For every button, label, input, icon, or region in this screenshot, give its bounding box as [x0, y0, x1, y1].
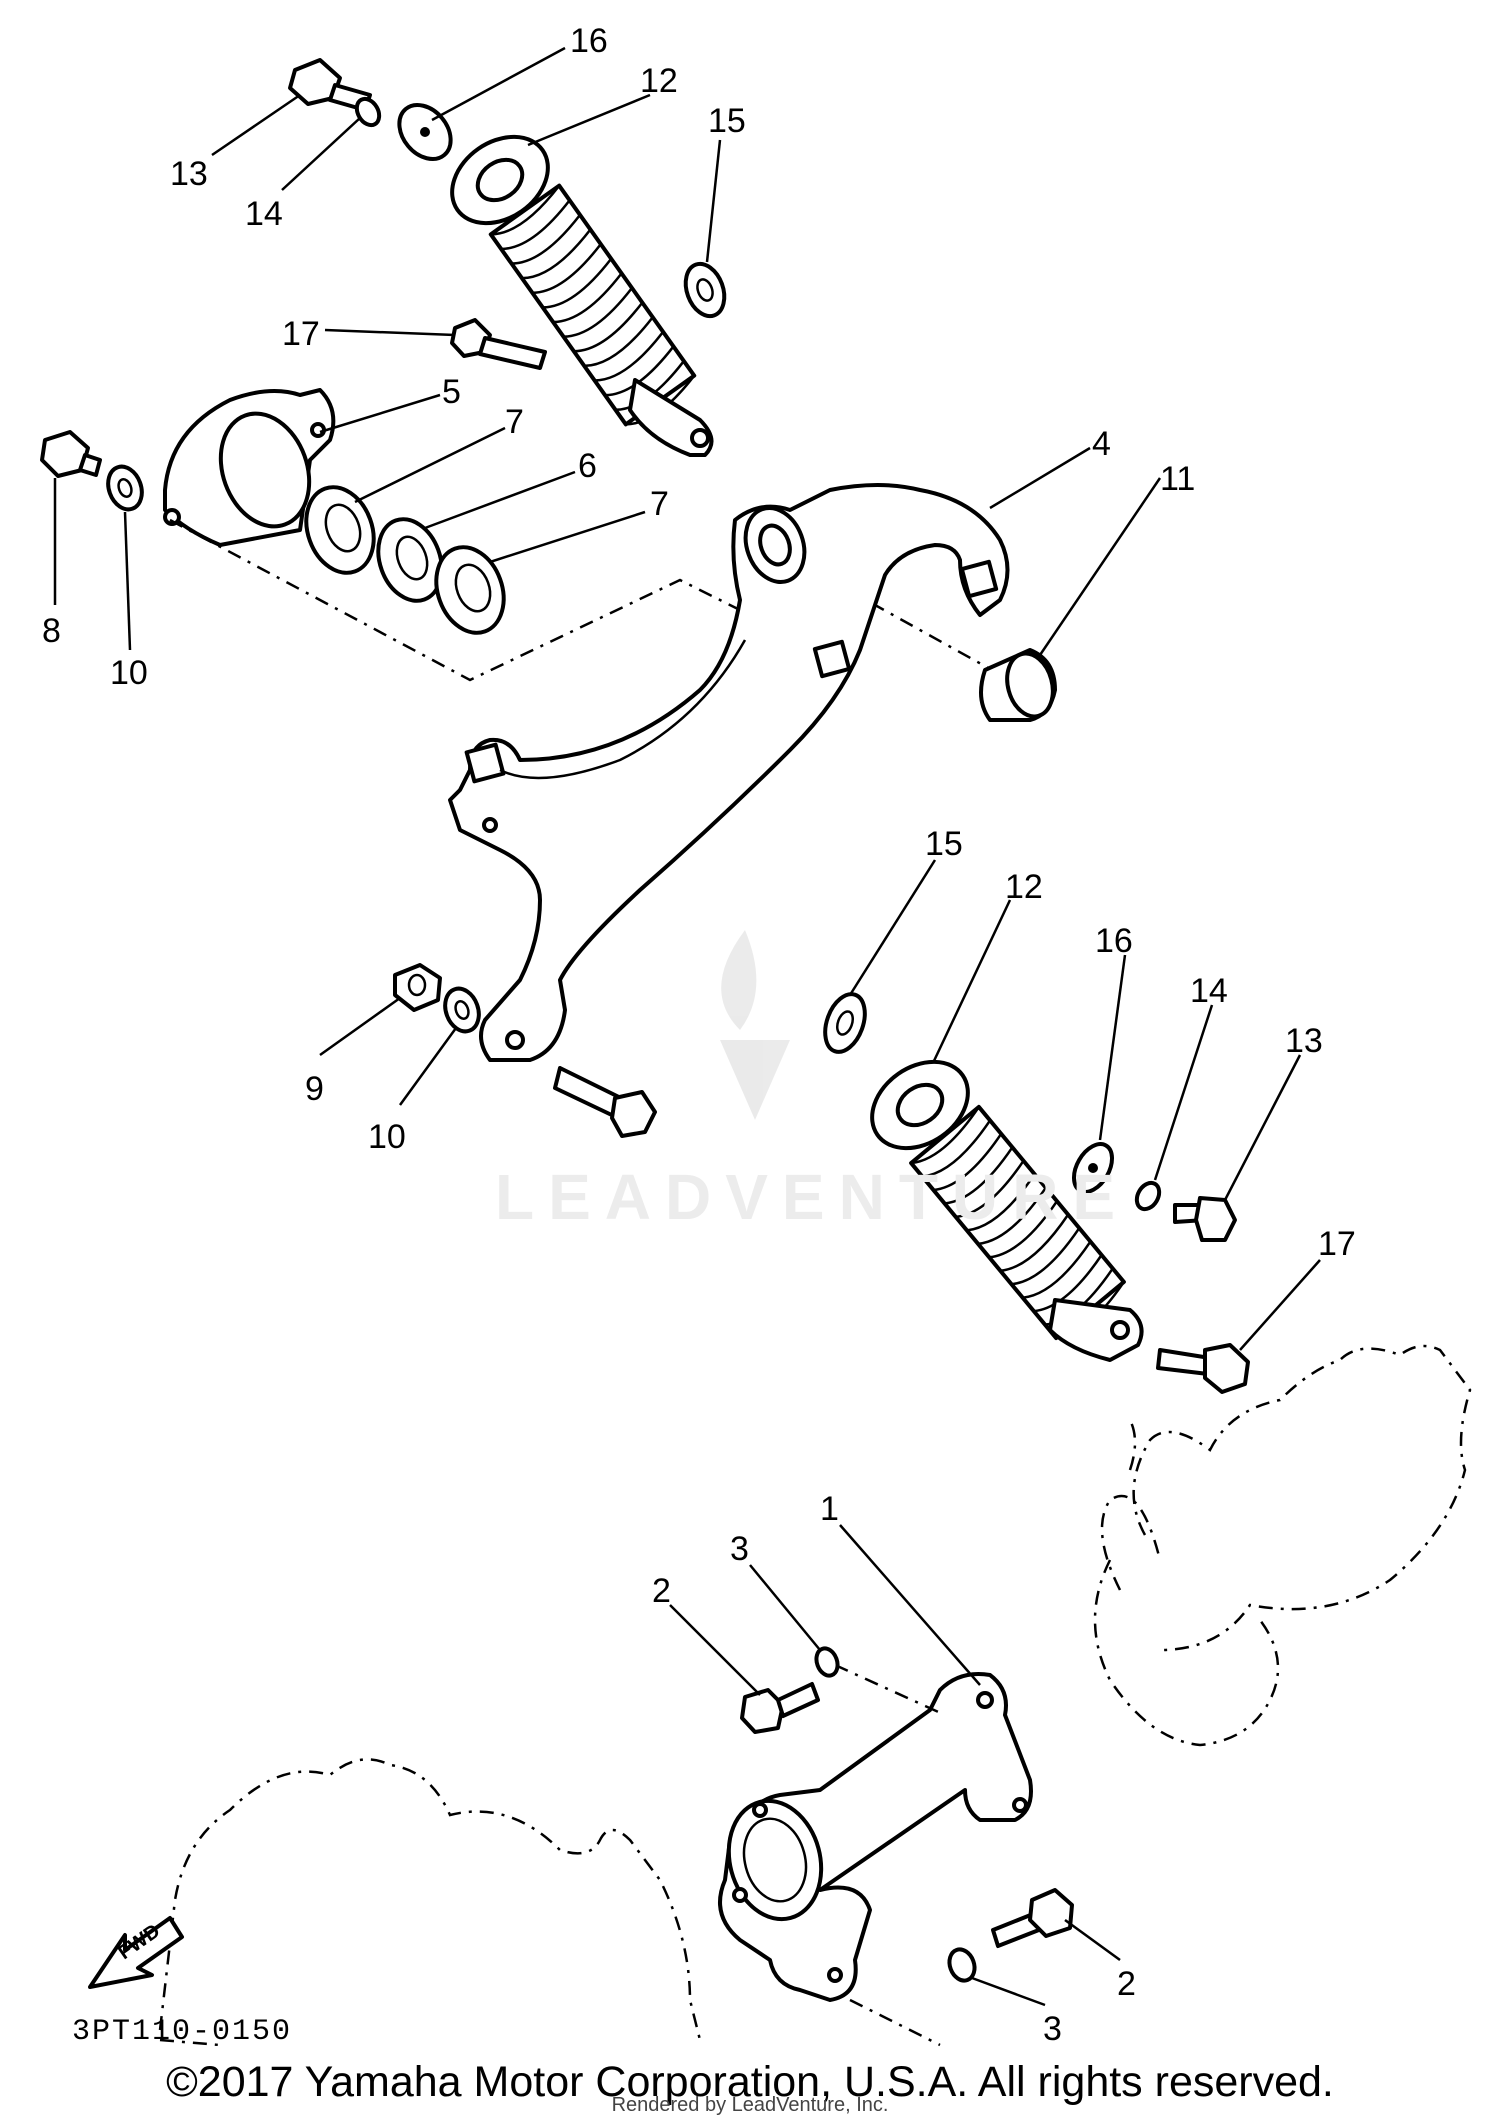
upper-washer-15-icon — [683, 261, 727, 319]
callout-3-lower-bottom: 3 — [1043, 2010, 1062, 2048]
engine-bracket-4 — [448, 483, 1010, 1062]
watermark-text: LEADVENTURE — [495, 1161, 1130, 1233]
callout-10-middle: 10 — [368, 1118, 406, 1156]
callout-9: 9 — [305, 1070, 324, 1108]
upper-bolt-17-icon — [450, 318, 547, 370]
callout-13-top: 13 — [170, 155, 208, 193]
upper-lock-washer-14-icon — [354, 96, 382, 128]
callout-13-middle: 13 — [1285, 1022, 1323, 1060]
callout-5: 5 — [442, 373, 461, 411]
diagram-code: 3PT110-0150 — [72, 2015, 293, 2049]
callout-10-upper: 10 — [110, 654, 148, 692]
upper-washer-16-icon — [397, 103, 453, 161]
upper-washer-10-icon — [106, 464, 144, 512]
pivot-bolt-icon — [553, 1066, 657, 1138]
nut-9-icon — [393, 963, 442, 1012]
callout-14-middle: 14 — [1190, 972, 1228, 1010]
upper-bolt-2-icon — [740, 1682, 820, 1734]
collar-6-icon — [376, 517, 444, 603]
cover-5 — [163, 388, 336, 547]
copyright-notice: ©2017 Yamaha Motor Corporation, U.S.A. A… — [166, 2058, 1334, 2106]
lower-washer-15-icon — [823, 992, 867, 1054]
callout-1: 1 — [820, 1490, 839, 1528]
callout-15-top: 15 — [708, 102, 746, 140]
callout-4: 4 — [1092, 425, 1111, 463]
upper-washer-3-icon — [814, 1646, 840, 1678]
fwd-arrow-icon — [88, 1916, 184, 1989]
watermark-logo-icon — [720, 930, 790, 1120]
callout-2-lower-left: 2 — [652, 1572, 671, 1610]
middle-washer-10-icon — [443, 986, 481, 1034]
lower-washer-16-icon — [1072, 1142, 1114, 1194]
callout-11: 11 — [1160, 460, 1195, 498]
callout-7b: 7 — [650, 485, 669, 523]
callout-12-top: 12 — [640, 62, 678, 100]
upper-bolt-8-icon — [40, 430, 102, 478]
lower-lock-washer-14-icon — [1134, 1180, 1162, 1212]
leader-lines — [53, 46, 1321, 2007]
lower-bolt-2-icon — [991, 1888, 1074, 1948]
callout-2-lower-right: 2 — [1117, 1965, 1136, 2003]
upper-shock-absorber — [450, 134, 714, 457]
bushing-11-icon — [979, 648, 1057, 722]
lower-shock-absorber — [870, 1059, 1144, 1362]
callout-6: 6 — [578, 447, 597, 485]
callout-14-top: 14 — [245, 195, 283, 233]
bearing-7a-icon — [304, 485, 376, 575]
callout-17-middle: 17 — [1318, 1225, 1356, 1263]
lower-bolt-17-icon — [1156, 1343, 1250, 1394]
lower-washer-3-icon — [947, 1947, 977, 1983]
callout-16-middle: 16 — [1095, 922, 1133, 960]
callout-8: 8 — [42, 612, 61, 650]
callout-3-lower-top: 3 — [730, 1530, 749, 1568]
callout-12-middle: 12 — [1005, 868, 1043, 906]
bearing-7b-icon — [434, 545, 506, 635]
callout-17-top: 17 — [282, 315, 320, 353]
rendered-by-notice: Rendered by LeadVenture, Inc. — [611, 2094, 889, 2116]
callout-labels: 16 12 15 13 14 17 5 7 6 7 4 11 8 10 15 1… — [42, 22, 1356, 2048]
callout-7a: 7 — [505, 403, 524, 441]
collar-bracket-1 — [718, 1672, 1033, 2002]
callout-15-middle: 15 — [925, 825, 963, 863]
callout-16-top: 16 — [570, 22, 608, 60]
